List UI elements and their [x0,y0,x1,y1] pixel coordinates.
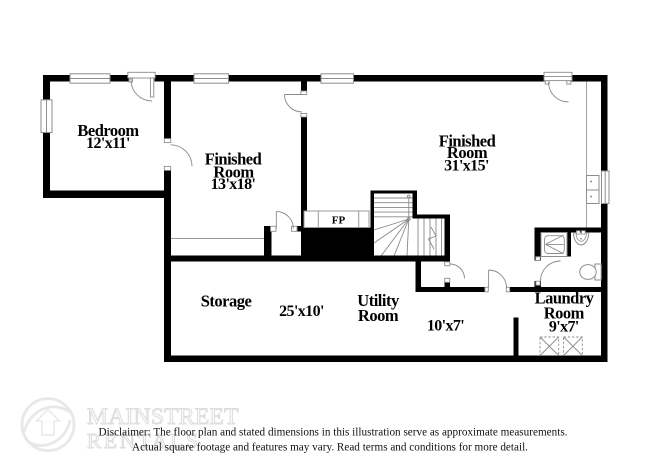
svg-text:Room: Room [213,162,254,181]
svg-text:12'x11': 12'x11' [86,135,130,152]
svg-text:Finished: Finished [439,131,496,150]
svg-text:Disclaimer: The floor plan and: Disclaimer: The floor plan and stated di… [99,427,568,439]
svg-text:RENTALS: RENTALS [87,429,201,453]
svg-text:Room: Room [447,143,488,162]
svg-text:31'x15': 31'x15' [444,157,489,174]
svg-text:Room: Room [358,306,399,325]
svg-text:Laundry: Laundry [535,289,595,308]
svg-text:FP: FP [332,215,346,227]
svg-text:MAINSTREET: MAINSTREET [87,404,239,430]
svg-text:Finished: Finished [205,150,262,169]
svg-text:Room: Room [544,303,585,322]
svg-text:10'x7': 10'x7' [427,318,464,335]
svg-text:25'x10': 25'x10' [279,303,324,320]
svg-text:Utility: Utility [357,291,400,310]
svg-text:9'x7': 9'x7' [549,319,579,336]
svg-text:13'x18': 13'x18' [211,176,256,193]
svg-text:Bedroom: Bedroom [77,121,139,140]
svg-text:Actual square footage and feat: Actual square footage and features may v… [132,442,528,454]
svg-text:Storage: Storage [201,292,252,311]
